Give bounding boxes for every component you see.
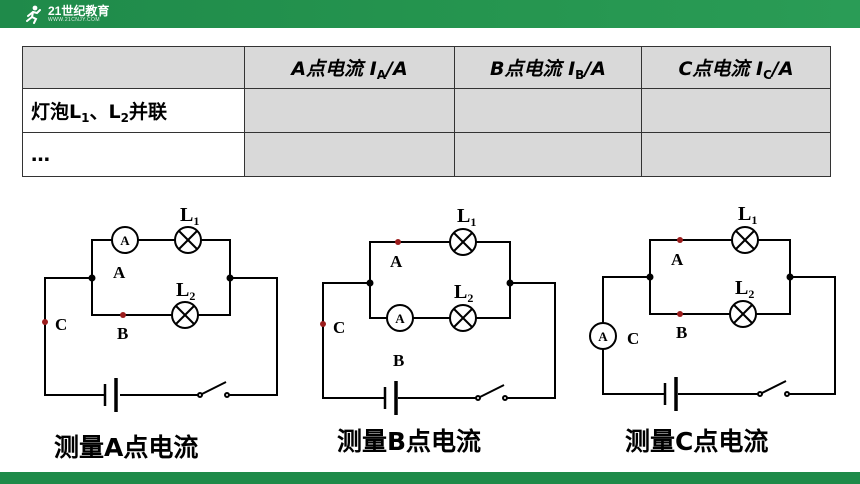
caption-measure-c: 测量C点电流 [625,427,769,456]
table-cell [244,132,455,177]
circuit-measure-a [42,239,278,412]
caption-measure-b: 测量B点电流 [337,427,482,456]
brand-name: 21世纪教育 [48,4,110,18]
lamp-l1-label: L1 [457,205,476,229]
top-banner: 21世纪教育 WWW.21CNJY.COM [0,0,860,28]
caption-measure-a: 测量A点电流 [54,433,199,462]
table-cell [454,132,642,177]
lamp-l2-icon [171,301,199,329]
current-measurement-table: A点电流 IA/A B点电流 IB/A C点电流 IC/A 灯泡L1、L2并联 … [22,46,831,177]
row-label-ellipsis: … [22,132,245,177]
header-c-current: C点电流 IC/A [641,46,831,89]
table-row: … [22,132,831,177]
lamp-l2-label: L2 [176,279,195,303]
lamp-l2-icon [729,300,757,328]
lamp-l1-icon [449,228,477,256]
runner-icon [26,5,41,24]
circuit-measure-b [320,239,556,415]
ammeter-icon: A [589,322,617,350]
point-a-label: A [390,252,403,271]
point-b-label: B [393,351,404,370]
lamp-l2-icon [449,304,477,332]
header-b-current: B点电流 IB/A [454,46,642,89]
brand-logo: 21世纪教育 WWW.21CNJY.COM [24,3,109,25]
circuit-measure-c [602,237,836,411]
lamp-l2-label: L2 [454,281,473,305]
svg-text:A: A [598,329,608,344]
point-a-label: A [671,250,684,269]
lamp-l1-icon [174,226,202,254]
table-cell [641,88,831,133]
ammeter-icon: A [111,226,139,254]
table-cell [641,132,831,177]
point-c-label: C [627,329,639,348]
table-header-row: A点电流 IA/A B点电流 IB/A C点电流 IC/A [22,46,831,89]
table-row: 灯泡L1、L2并联 [22,88,831,133]
row-label-parallel: 灯泡L1、L2并联 [22,88,245,133]
lamp-l1-icon [731,226,759,254]
ammeter-icon: A [386,304,414,332]
brand-url: WWW.21CNJY.COM [48,17,100,23]
lamp-l1-label: L1 [180,204,199,228]
point-a-label: A [113,263,126,282]
point-c-label: C [55,315,67,334]
point-b-label: B [676,323,687,342]
lamp-l1-label: L1 [738,203,757,227]
point-c-label: C [333,318,345,337]
header-a-current: A点电流 IA/A [244,46,455,89]
point-b-label: B [117,324,128,343]
svg-text:A: A [395,311,405,326]
table-cell [454,88,642,133]
bottom-banner [0,472,860,484]
caption-row: 测量A点电流 测量B点电流 测量C点电流 [0,420,860,465]
lamp-l2-label: L2 [735,277,754,301]
svg-text:A: A [120,233,130,248]
table-cell [244,88,455,133]
